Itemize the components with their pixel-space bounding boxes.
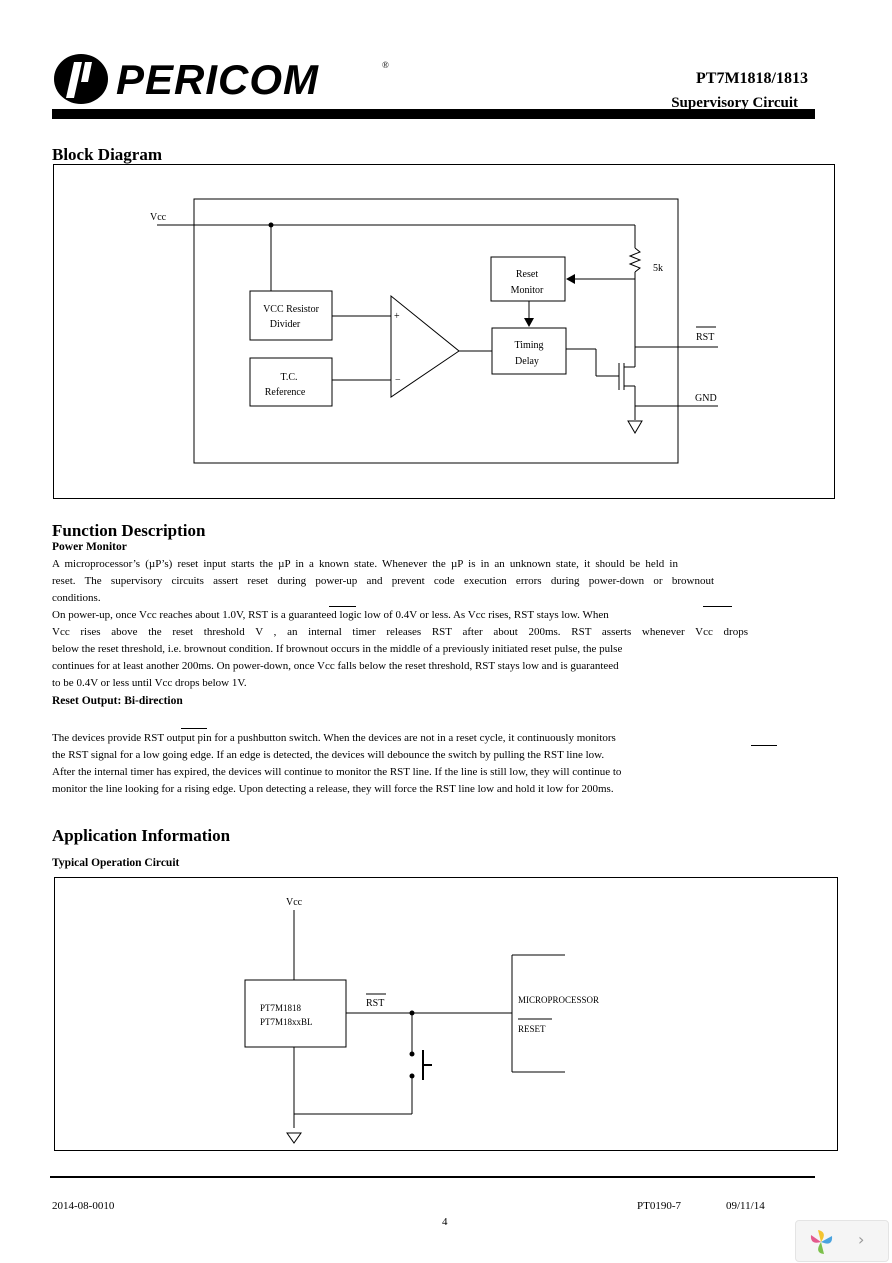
header-subtitle: Supervisory Circuit — [671, 95, 798, 111]
rst-overline-mark — [751, 745, 777, 746]
timing-delay-block — [491, 327, 567, 375]
pt7m-chip-block — [244, 979, 347, 1048]
ro-line-1: The devices provide RST output pin for a… — [52, 732, 616, 744]
vcc-resistor-divider-block — [249, 290, 333, 341]
block-diagram: Vcc VCC Resistor Divider T.C. Reference … — [53, 164, 835, 499]
reset-monitor-label-1: Reset — [516, 269, 538, 280]
bd-rst-label: RST — [696, 332, 714, 343]
tc-reference-block — [249, 357, 333, 407]
pm-line-5: Vcc rises above the reset threshold V , … — [52, 626, 748, 638]
timing-delay-label-1: Timing — [514, 340, 543, 351]
footer-rule — [50, 1176, 815, 1178]
mcu-reset-label: RESET — [518, 1024, 546, 1034]
rst-overline-mark — [703, 606, 732, 607]
resistor-symbol — [628, 247, 642, 273]
logo-text: PERICOM — [116, 56, 320, 103]
resistor-label: 5k — [653, 263, 663, 274]
comparator-minus: − — [395, 375, 401, 386]
typical-circuit-title: Typical Operation Circuit — [52, 857, 180, 869]
block-diagram-title: Block Diagram — [52, 145, 163, 164]
comparator-plus: + — [394, 311, 400, 322]
app-vcc-label: Vcc — [286, 897, 303, 908]
pinwheel-icon[interactable] — [806, 1227, 836, 1257]
bd-gnd-label: GND — [695, 393, 717, 404]
pm-line-6: below the reset threshold, i.e. brownout… — [52, 643, 623, 655]
application-information-title: Application Information — [52, 826, 231, 845]
ro-line-4: monitor the line looking for a rising ed… — [52, 783, 614, 795]
vcc-divider-label-1: VCC Resistor — [263, 304, 320, 315]
reset-monitor-label-2: Monitor — [511, 285, 544, 296]
pm-line-8: to be 0.4V or less until Vcc drops below… — [52, 677, 247, 689]
ro-line-3: After the internal timer has expired, th… — [52, 766, 622, 778]
part-number: PT7M1818/1813 — [696, 70, 808, 87]
reset-output-title: Reset Output: Bi-direction — [52, 695, 183, 707]
pm-line-7: continues for at least another 200ms. On… — [52, 660, 619, 672]
registered-mark: ® — [382, 60, 389, 70]
chip-label-2: PT7M18xxBL — [260, 1017, 313, 1027]
pm-line-4: On power-up, once Vcc reaches about 1.0V… — [52, 609, 609, 621]
chip-label-1: PT7M1818 — [260, 1003, 302, 1013]
rst-overline-mark — [329, 606, 356, 607]
ground-symbol — [627, 420, 643, 434]
app-ground-symbol — [286, 1132, 302, 1144]
app-rst-label: RST — [366, 998, 384, 1009]
tc-ref-label-1: T.C. — [280, 372, 297, 383]
footer-doc-number: 2014-08-0010 — [52, 1200, 115, 1212]
power-monitor-title: Power Monitor — [52, 541, 127, 553]
vcc-divider-label-2: Divider — [270, 319, 301, 330]
reset-monitor-block — [490, 256, 566, 302]
timing-delay-label-2: Delay — [515, 356, 539, 367]
comparator-symbol — [390, 294, 460, 398]
header-rule — [52, 109, 815, 119]
tc-ref-label-2: Reference — [265, 387, 306, 398]
typical-operation-circuit: Vcc PT7M1818 PT7M18xxBL RST MICROPROCESS… — [54, 877, 838, 1151]
chevron-right-icon[interactable]: › — [858, 1230, 865, 1249]
footer-date: 09/11/14 — [726, 1200, 765, 1212]
pm-line-1: A microprocessor’s (µP’s) reset input st… — [52, 558, 678, 570]
bd-vcc-label: Vcc — [150, 212, 167, 223]
rst-overline-mark — [181, 728, 207, 729]
pericom-logo-icon — [54, 54, 108, 104]
mcu-label: MICROPROCESSOR — [518, 995, 599, 1005]
function-description-title: Function Description — [52, 521, 206, 540]
pm-line-2: reset. The supervisory circuits assert r… — [52, 575, 714, 587]
footer-page-number: 4 — [442, 1216, 448, 1228]
ro-line-2: the RST signal for a low going edge. If … — [52, 749, 605, 761]
pm-line-3: conditions. — [52, 592, 101, 604]
viewer-widget[interactable]: › — [795, 1220, 889, 1262]
company-logo: PERICOM ® — [52, 52, 392, 107]
footer-part-code: PT0190-7 — [637, 1200, 681, 1212]
